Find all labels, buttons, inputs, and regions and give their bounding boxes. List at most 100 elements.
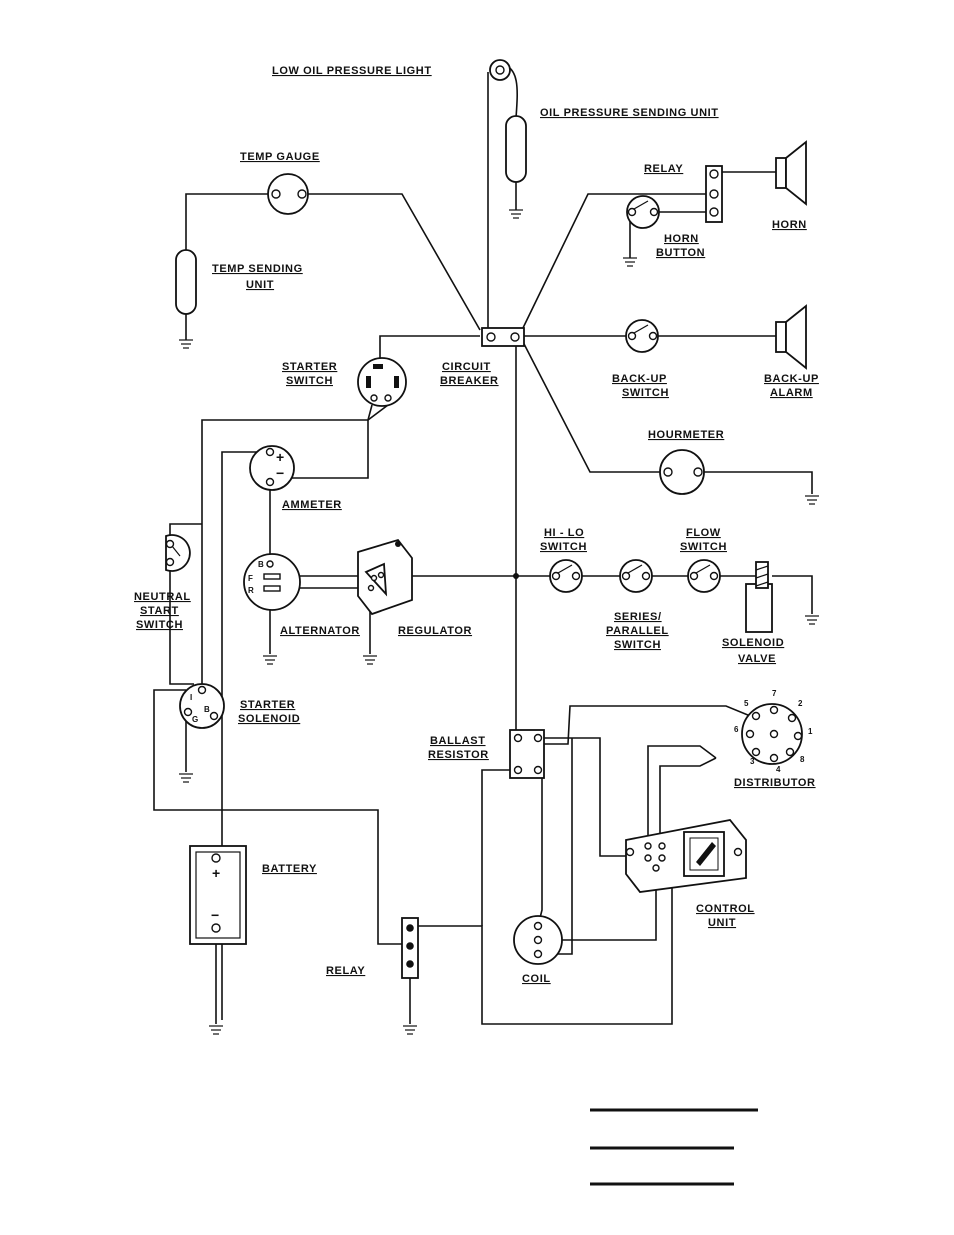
starter-solenoid-label-1: STARTER [240,699,295,711]
control-unit-label-2: UNIT [708,917,736,929]
relay-bottom-label: RELAY [326,965,365,977]
low-oil-light-icon [489,59,511,81]
wire-temp-gauge-sender [185,193,270,252]
wire-control-distributor-b [659,757,717,848]
ammeter-minus-sign: − [276,465,284,481]
alternator-pin-r: R [248,586,254,595]
solenoid-valve-label-1: SOLENOID [722,637,784,649]
series-label-1: SERIES/ [614,611,662,623]
ground-icon [179,773,193,783]
ammeter-icon: + − [249,445,295,491]
circuit-breaker-label-2: BREAKER [440,375,499,387]
solenoid-pin-g: G [192,715,198,724]
ground-icon [263,655,277,665]
circuit-breaker-label-1: CIRCUIT [442,361,491,373]
ground-icon [805,615,819,625]
battery-plus-sign: + [212,865,220,881]
ballast-label-1: BALLAST [430,735,486,747]
wire-neutral-bottom [169,564,194,685]
backup-switch-label-1: BACK-UP [612,373,667,385]
starter-switch-label-2: SWITCH [286,375,333,387]
starter-solenoid-icon: I G B [179,683,225,729]
solenoid-valve-icon [745,561,773,633]
control-unit-icon [625,819,747,893]
battery-icon: + − [189,845,247,945]
distributor-pin-6: 6 [734,725,739,734]
ammeter-label: AMMETER [282,499,342,511]
hilo-label-1: HI - LO [544,527,584,539]
flow-label-1: FLOW [686,527,721,539]
distributor-pin-1: 1 [808,727,813,736]
ground-icon [509,209,523,219]
neutral-start-switch-icon [165,534,191,572]
neutral-start-label-2: START [140,605,179,617]
series-parallel-switch-icon [619,559,653,593]
hourmeter-label: HOURMETER [648,429,724,441]
ammeter-plus-sign: + [276,449,284,465]
backup-alarm-label-1: BACK-UP [764,373,819,385]
temp-gauge-icon [267,173,309,215]
ground-icon [179,339,193,349]
series-label-2: PARALLEL [606,625,669,637]
regulator-label: REGULATOR [398,625,472,637]
ballast-resistor-icon [509,729,545,779]
temp-sender-icon [175,249,197,315]
wire-ballast-control [542,737,630,857]
wire-temp-gauge-breaker [308,193,481,331]
neutral-start-label-1: NEUTRAL [134,591,191,603]
temp-sender-label-1: TEMP SENDING [212,263,303,275]
starter-switch-label-1: STARTER [282,361,337,373]
distributor-pin-3: 3 [750,757,755,766]
backup-switch-label-2: SWITCH [622,387,669,399]
backup-alarm-label-2: ALARM [770,387,813,399]
hilo-switch-icon [549,559,583,593]
relay-top-label: RELAY [644,163,683,175]
backup-switch-icon [625,319,659,353]
solenoid-pin-b: B [204,705,210,714]
wires [153,63,813,1025]
low-oil-light-label: LOW OIL PRESSURE LIGHT [272,65,432,77]
starter-switch-icon [357,357,407,407]
flow-switch-icon [687,559,721,593]
distributor-pin-4: 4 [776,765,781,774]
wire-control-distributor-a [647,745,717,848]
circuit-breaker-icon [481,327,525,347]
regulator-icon [357,538,413,616]
oil-sender-label: OIL PRESSURE SENDING UNIT [540,107,719,119]
wire-starter-switch-solenoid [201,404,373,690]
battery-minus-sign: − [211,907,219,923]
ground-icon [805,495,819,505]
wire-breaker-relay [521,193,708,331]
horn-icon [775,140,807,206]
coil-icon [513,915,563,965]
wire-ballast-distributor [542,705,761,745]
backup-alarm-icon [775,304,807,370]
distributor-icon: 7 2 1 8 4 3 6 5 [734,689,813,774]
alternator-icon: B F R [243,553,301,611]
temp-gauge-label: TEMP GAUGE [240,151,320,163]
distributor-pin-5: 5 [744,699,749,708]
neutral-start-label-3: SWITCH [136,619,183,631]
ballast-label-2: RESISTOR [428,749,489,761]
wire-solenoid-ground [772,575,813,614]
horn-button-icon [626,195,660,229]
ground-icon [209,1025,223,1035]
ground-icon [623,257,637,267]
control-unit-label-1: CONTROL [696,903,755,915]
alternator-pin-f: F [248,574,253,583]
battery-label: BATTERY [262,863,317,875]
flow-label-2: SWITCH [680,541,727,553]
series-label-3: SWITCH [614,639,661,651]
hourmeter-icon [659,449,705,495]
distributor-label: DISTRIBUTOR [734,777,816,789]
hilo-label-2: SWITCH [540,541,587,553]
alternator-label: ALTERNATOR [280,625,360,637]
solenoid-valve-label-2: VALVE [738,653,776,665]
relay-bottom-icon [401,917,419,979]
ground-icon [363,655,377,665]
wire-solenoid-relay [153,689,410,945]
coil-label: COIL [522,973,551,985]
wire-breaker-starter-switch [379,335,480,362]
wire-starter-switch-ammeter [270,404,389,479]
